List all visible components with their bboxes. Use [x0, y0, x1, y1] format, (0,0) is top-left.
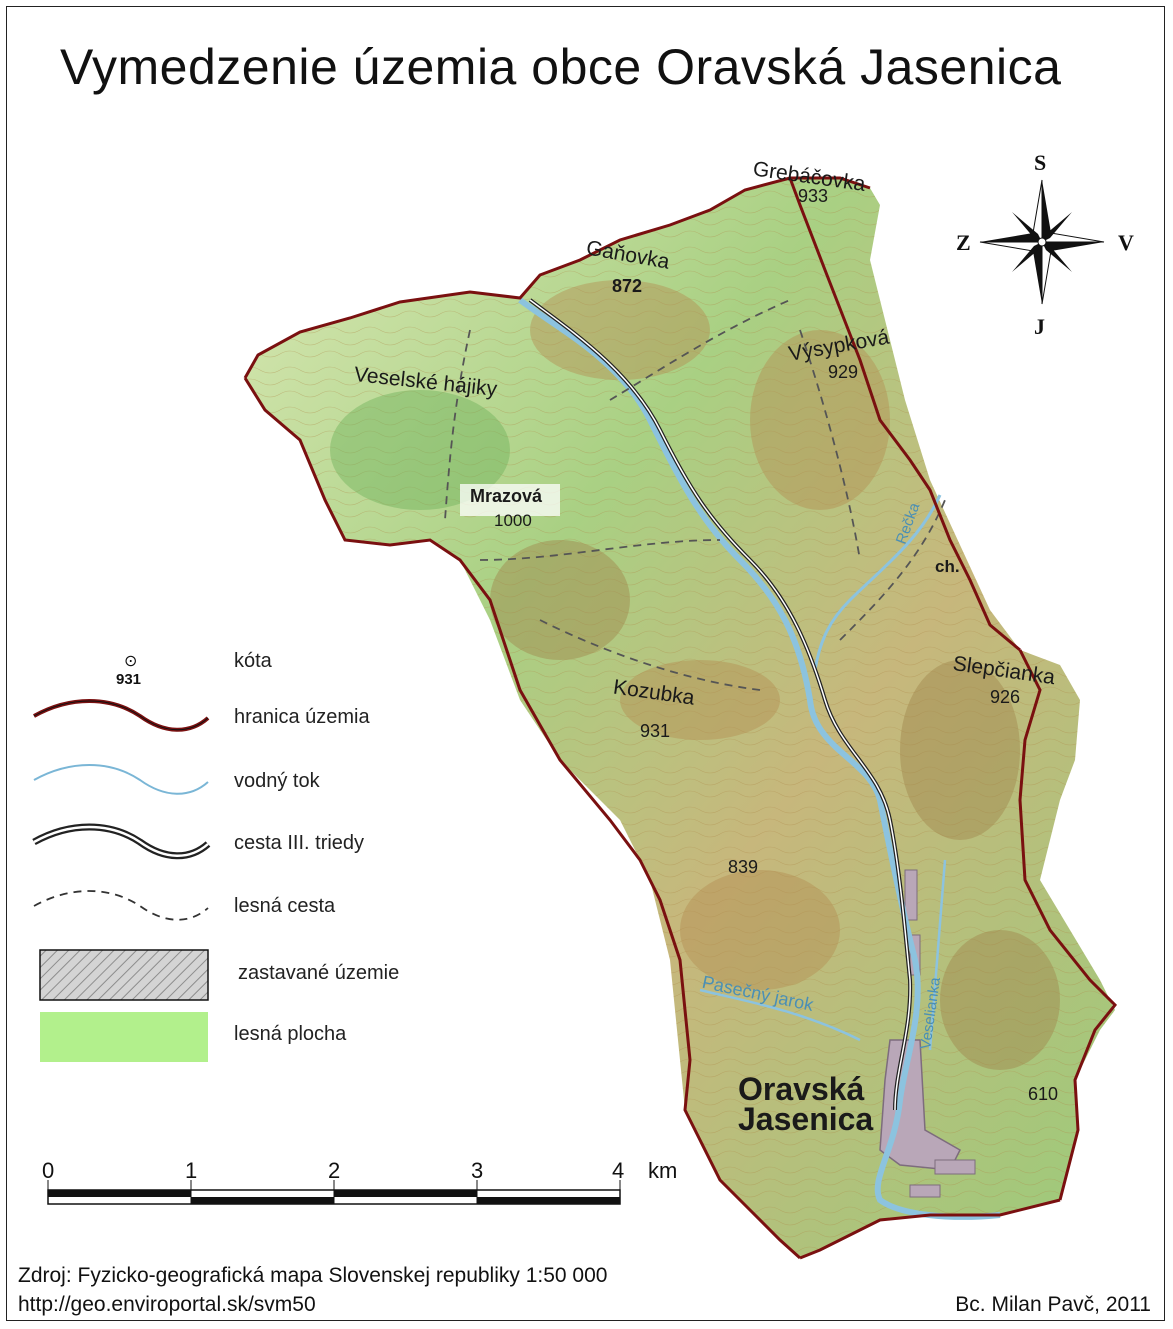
- legend-forest-road-symbol: [33, 890, 209, 921]
- legend-label-boundary: hranica územia: [234, 706, 370, 728]
- peak-elev-mrazova: 1000: [494, 511, 532, 530]
- legend-water-symbol: [33, 764, 209, 795]
- scale-tick-3: 3: [471, 1158, 484, 1183]
- legend-kota-example: 931: [116, 671, 142, 688]
- peak-elev-kozubka: 931: [640, 721, 670, 741]
- side-stream: [813, 494, 942, 671]
- side-stream-3: [928, 859, 947, 1051]
- legend-label-built-up: zastavané územie: [238, 962, 400, 984]
- peak-elev-slepcianka: 926: [990, 687, 1020, 707]
- side-stream-2: [699, 988, 861, 1042]
- terrain-shading: [330, 280, 1060, 1070]
- peak-elev-610: 610: [1028, 1084, 1058, 1104]
- compass-west: Z: [956, 230, 971, 255]
- source-citation: Zdroj: Fyzicko-geografická mapa Slovensk…: [18, 1264, 608, 1287]
- peak-elev-ganovka: 872: [612, 276, 642, 296]
- legend-label-water: vodný tok: [234, 770, 320, 792]
- village-label-line2: Jasenica: [738, 1101, 873, 1137]
- peak-name-mrazova: Mrazová: [470, 486, 543, 506]
- forest-roads: [444, 299, 946, 691]
- legend-forest-symbol: [40, 1012, 208, 1062]
- legend-label-road: cesta III. triedy: [234, 832, 365, 854]
- scale-tick-0: 0: [42, 1158, 55, 1183]
- compass-rose-icon: [979, 179, 1105, 305]
- peak-elev-vysypkova: 929: [828, 362, 858, 382]
- territory-boundary: [243, 176, 1118, 1260]
- legend-label-forest: lesná plocha: [234, 1023, 347, 1045]
- compass-north: S: [1034, 150, 1046, 175]
- scale-unit: km: [648, 1158, 678, 1183]
- compass-east: V: [1118, 230, 1134, 255]
- main-river: [518, 297, 1001, 1220]
- peak-elev-839: 839: [728, 857, 758, 877]
- legend-built-up-symbol: [39, 949, 209, 1001]
- scale-tick-2: 2: [328, 1158, 341, 1183]
- map-frame: [6, 6, 1165, 1321]
- village-label-line1: Oravská: [738, 1071, 865, 1107]
- legend-symbols: ⊙: [32, 653, 211, 1062]
- map-title: Vymedzenie územia obce Oravská Jasenica: [60, 39, 1062, 95]
- scale-tick-1: 1: [185, 1158, 198, 1183]
- legend-label-forest-road: lesná cesta: [234, 895, 336, 917]
- scale-bar: [47, 1180, 621, 1205]
- compass-south: J: [1034, 314, 1045, 339]
- peak-elev-grebacovka: 933: [798, 186, 828, 206]
- source-url: http://geo.enviroportal.sk/svm50: [18, 1293, 316, 1316]
- scale-tick-4: 4: [612, 1158, 625, 1183]
- author-credit: Bc. Milan Pavč, 2011: [955, 1293, 1151, 1316]
- hut-label: ch.: [935, 557, 960, 576]
- legend-label-kota: kóta: [234, 650, 272, 672]
- legend-kota-symbol: ⊙: [124, 653, 137, 670]
